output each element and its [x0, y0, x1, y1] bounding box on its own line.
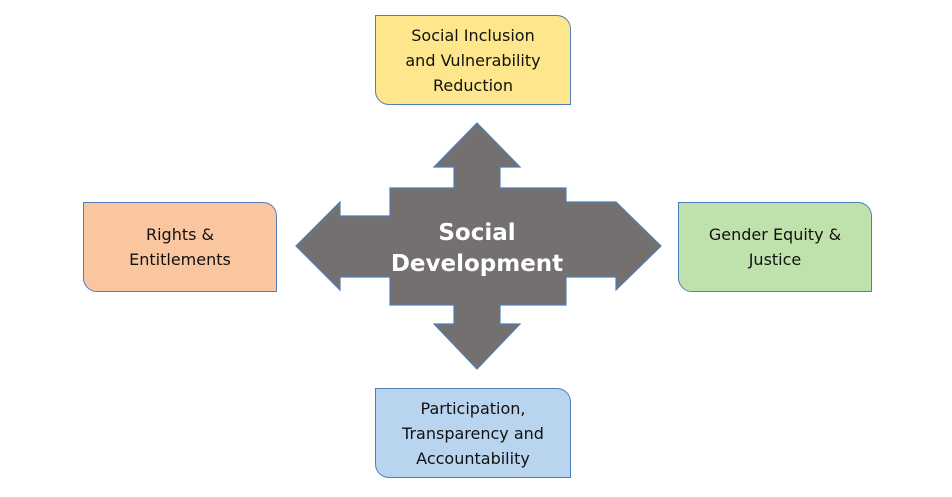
social-inclusion-line3: Reduction	[433, 75, 513, 95]
social-inclusion-line1: Social Inclusion	[411, 25, 535, 45]
gender-equity-line1: Gender Equity &	[708, 225, 842, 244]
participation-line1: Participation,	[420, 398, 526, 418]
rights-entitlements-line1: Rights &	[145, 225, 215, 244]
gender-equity-line2: Justice	[748, 250, 802, 269]
participation-box: Participation, Transparency and Accounta…	[375, 388, 571, 478]
participation-line3: Accountability	[416, 448, 530, 468]
rights-entitlements-line2: Entitlements	[129, 250, 231, 269]
rights-entitlements-box: Rights & Entitlements	[83, 202, 277, 292]
gender-equity-box: Gender Equity & Justice	[678, 202, 872, 292]
participation-line2: Transparency and	[402, 423, 544, 443]
four-way-arrow-shape	[295, 122, 662, 370]
center-title-line1: Social	[438, 220, 516, 246]
social-inclusion-box: Social Inclusion and Vulnerability Reduc…	[375, 15, 571, 105]
social-inclusion-line2: and Vulnerability	[405, 50, 541, 70]
center-title-line2: Development	[390, 251, 564, 277]
center-title: Social Development	[390, 214, 564, 284]
